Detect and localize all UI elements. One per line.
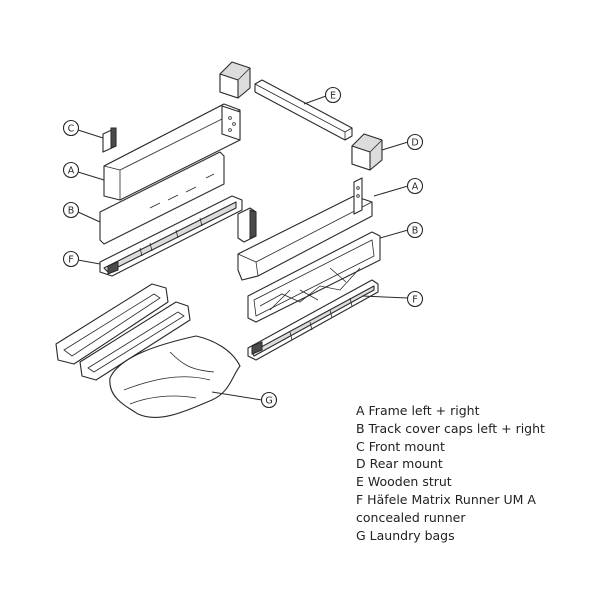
callout-letter: C — [68, 124, 75, 135]
laundry-bag — [109, 335, 241, 418]
callout-e: E — [324, 86, 342, 104]
callout-letter: G — [265, 396, 272, 407]
callout-letter: A — [68, 166, 75, 177]
legend-item-d: D Rear mount — [356, 456, 443, 472]
legend-item-a: A Frame left + right — [356, 403, 480, 418]
front-mount — [102, 127, 117, 153]
track-cover-cap-left — [99, 151, 225, 245]
frame-left — [103, 103, 241, 201]
callout-b-right: B — [406, 221, 424, 239]
callout-letter: B — [68, 206, 75, 217]
legend-item-e: E Wooden strut — [356, 474, 452, 490]
rear-mount-right — [351, 133, 383, 171]
front-mount-middle — [237, 207, 257, 243]
laundry-bag-frame-right — [79, 301, 191, 381]
legend-item-f: F Häfele Matrix Runner UM A — [356, 491, 536, 507]
callout-d: D — [406, 133, 424, 151]
callout-letter: D — [411, 138, 418, 149]
callout-letter: F — [68, 255, 73, 266]
rear-mount-left — [219, 61, 251, 99]
callout-letter: E — [330, 91, 336, 102]
legend-item-f-continued: concealed runner — [356, 509, 466, 525]
callout-letter: B — [412, 226, 419, 237]
runner-right — [247, 279, 379, 361]
runner-left — [99, 195, 243, 277]
legend-item-c: C Front mount — [356, 438, 445, 454]
legend-item-g: G Laundry bags — [356, 527, 455, 543]
parts-legend: A Frame left + right B Track cover caps … — [356, 402, 596, 544]
callout-b-left: B — [62, 201, 80, 219]
callout-g: G — [260, 391, 278, 409]
callout-f-right: F — [406, 290, 424, 308]
leader-lines — [77, 95, 409, 401]
track-cover-cap-right — [247, 231, 381, 323]
callout-a-left: A — [62, 161, 80, 179]
legend-item-b: B Track cover caps left + right — [356, 420, 545, 436]
callout-f-left: F — [62, 250, 80, 268]
callout-a-right: A — [406, 177, 424, 195]
callout-c: C — [62, 119, 80, 137]
callout-letter: A — [412, 182, 419, 193]
frame-right — [237, 177, 373, 281]
wooden-strut — [254, 79, 353, 141]
callout-letter: F — [412, 295, 417, 306]
laundry-bag-frame-left — [55, 283, 169, 365]
